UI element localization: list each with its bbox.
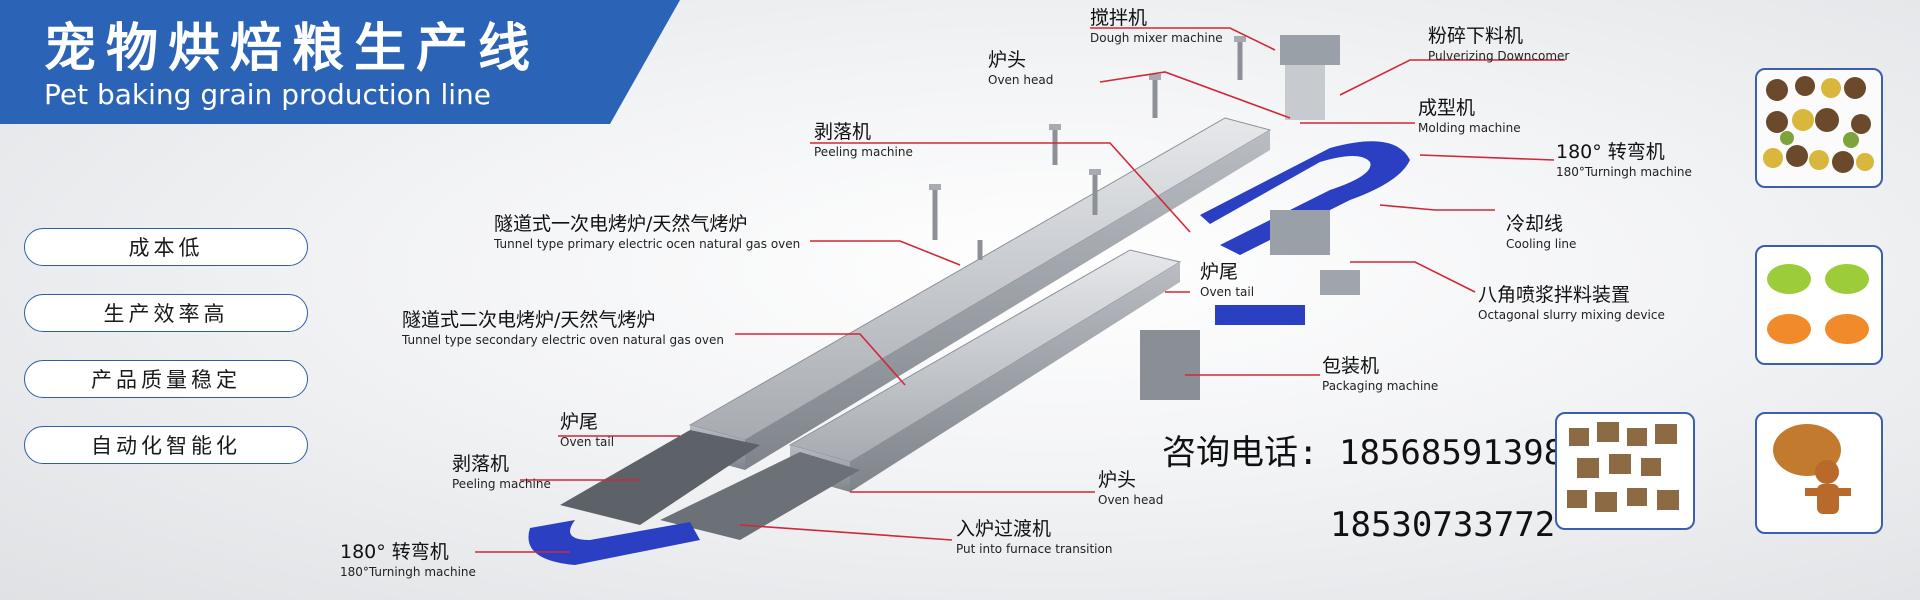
banner-title-en: Pet baking grain production line [44, 78, 491, 111]
product-thumb-cubes [1555, 412, 1695, 530]
contact-phone-2: 18530733772 [1330, 505, 1556, 545]
feature-pill-automation: 自动化智能化 [24, 426, 308, 464]
contact-phone-label: 咨询电话: [1162, 433, 1319, 473]
biscuits-image [1763, 76, 1874, 173]
feature-pill-efficiency: 生产效率高 [24, 294, 308, 332]
contact-phone-1: 18568591398 [1338, 433, 1565, 473]
cubes-image [1567, 422, 1679, 512]
title-banner: 宠物烘焙粮生产线 Pet baking grain production lin… [0, 0, 680, 124]
product-thumb-gingerbread [1755, 412, 1883, 534]
contact-phone-line-1: 咨询电话: 18568591398 [1162, 425, 1564, 474]
fish-candy-image [1767, 264, 1869, 344]
gingerbread-image [1773, 424, 1851, 514]
banner-title-cn: 宠物烘焙粮生产线 [44, 19, 541, 79]
banner-shape [0, 0, 680, 124]
feature-pill-quality: 产品质量稳定 [24, 360, 308, 398]
feature-pill-low-cost: 成本低 [24, 228, 308, 266]
product-thumb-biscuits [1755, 68, 1883, 188]
product-thumb-fish-candy [1755, 245, 1883, 365]
